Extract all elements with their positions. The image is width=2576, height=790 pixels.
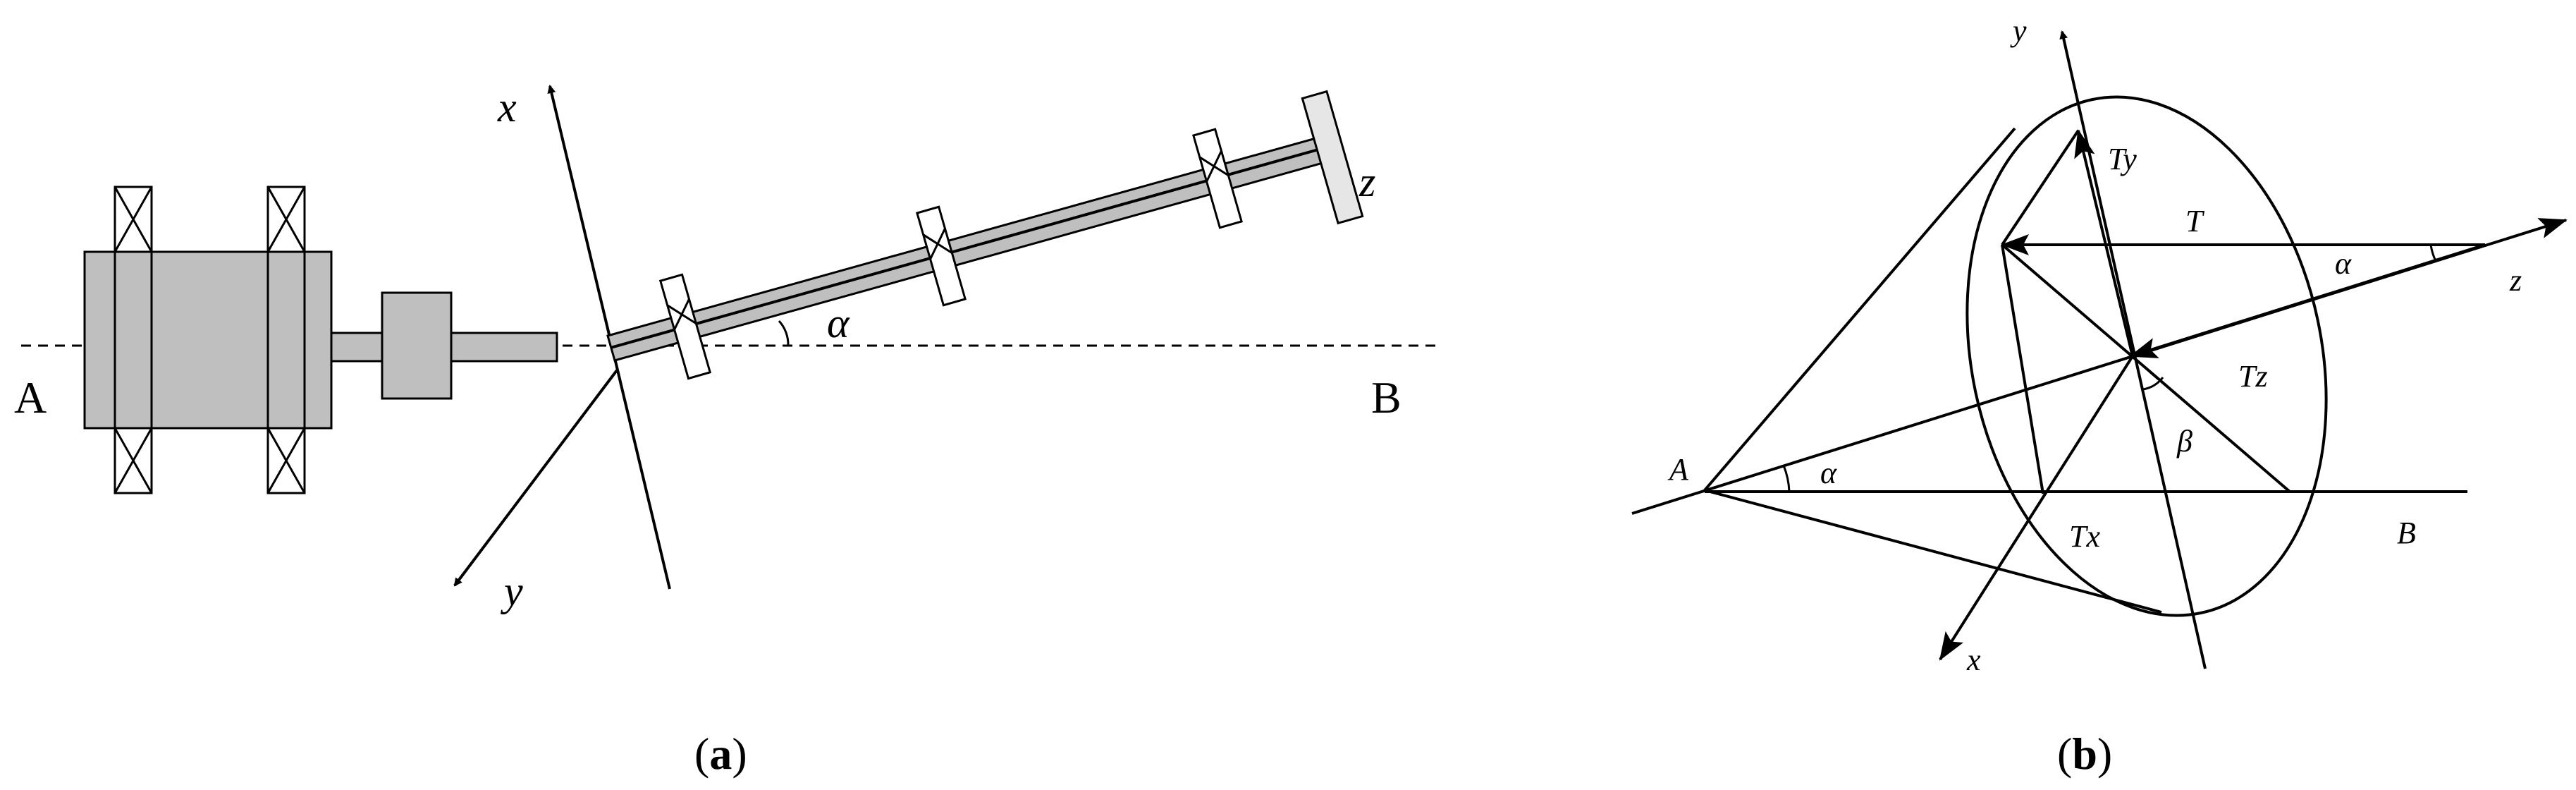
force-ty <box>2074 129 2134 357</box>
construct-t-to-b <box>2001 243 2291 493</box>
label-axis-x-b: x <box>1966 643 1981 677</box>
construct-t-to-tx <box>2001 244 2044 494</box>
angle-arc-alpha-a <box>778 320 790 346</box>
label-axis-z-b: z <box>2509 263 2522 298</box>
panel-a: A B x y z α (a) <box>14 84 1442 779</box>
bearing-right-top <box>266 186 306 253</box>
bearing-left-top <box>114 186 153 253</box>
label-force-tx: Tx <box>2069 519 2100 554</box>
shaft-bearing-3 <box>1192 128 1243 229</box>
bearing-right-bottom <box>266 427 306 494</box>
shaft-segment-2 <box>450 332 558 363</box>
label-a-point: A <box>14 372 47 423</box>
label-b-point-b: B <box>2397 516 2416 550</box>
label-b-point: B <box>1371 372 1402 423</box>
label-a-point-b: A <box>1667 452 1689 487</box>
label-axis-x-a: x <box>497 84 517 130</box>
bearing-left-bottom <box>114 427 153 494</box>
angle-arc-alpha-b1 <box>1782 465 1791 492</box>
axis-y-a <box>453 369 618 587</box>
label-force-t: T <box>2185 204 2205 238</box>
cone-base-ellipse <box>1965 95 2328 617</box>
motor-body <box>83 250 333 430</box>
force-tz <box>2129 243 2486 358</box>
construct-t-to-ty <box>2001 129 2080 246</box>
caption-a: (a) <box>694 729 747 779</box>
shaft-bearing-2 <box>916 205 967 307</box>
label-force-ty: Ty <box>2108 142 2137 176</box>
label-axis-y-b: y <box>2010 13 2027 48</box>
panel-b: A B x y z T Tx Ty Tz α α β (b) <box>1631 13 2568 779</box>
angle-arc-alpha-b2 <box>2429 244 2437 262</box>
end-disc <box>1301 90 1364 225</box>
angle-arc-beta <box>2142 377 2164 391</box>
label-angle-beta: β <box>2176 424 2192 458</box>
cone-side-lower <box>1704 489 2162 614</box>
axis-x-b <box>1939 355 2134 661</box>
label-angle-alpha-b1: α <box>1820 456 1837 490</box>
label-angle-alpha-b2: α <box>2335 246 2352 281</box>
coupling <box>381 291 453 400</box>
shaft-bearing-1 <box>658 273 712 380</box>
label-axis-y-a: y <box>500 568 523 614</box>
label-force-tz: Tz <box>2238 359 2268 394</box>
cone-side-upper <box>1703 127 2016 492</box>
shaft-segment-1 <box>330 332 384 363</box>
axis-y-b <box>2059 30 2207 669</box>
label-axis-z-a: z <box>1358 159 1375 205</box>
label-angle-alpha-a: α <box>827 300 850 346</box>
caption-b: (b) <box>2057 729 2112 779</box>
